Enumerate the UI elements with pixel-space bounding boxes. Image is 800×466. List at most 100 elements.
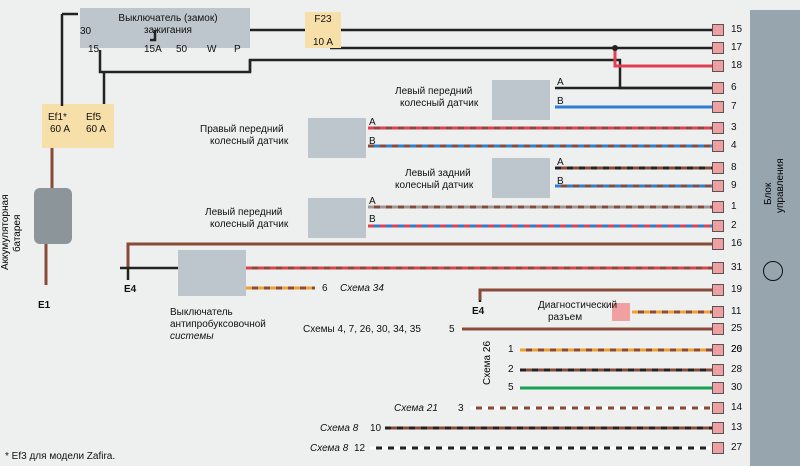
- ignition-pin-15a: 15A: [144, 44, 162, 55]
- control-pin-marker: [712, 220, 724, 232]
- control-pin-marker: [712, 238, 724, 250]
- control-pin-label: 2: [731, 220, 737, 231]
- control-pin-label: 31: [731, 262, 743, 273]
- ref-num-5: 5: [449, 324, 455, 335]
- control-pin-marker: [712, 162, 724, 174]
- sensor-pin-b: B: [369, 214, 376, 225]
- control-pin-label: 9: [731, 180, 737, 191]
- sensor-front-left-top: [492, 80, 550, 120]
- battery-icon: [34, 188, 72, 244]
- control-pin-label: 30: [731, 382, 743, 393]
- control-pin-label: 20: [731, 344, 743, 355]
- fuse-f23: [305, 12, 341, 48]
- control-pin-label: 18: [731, 60, 743, 71]
- ref-label-multi: Схемы 4, 7, 26, 30, 34, 35: [303, 324, 421, 335]
- control-pin-marker: [712, 382, 724, 394]
- control-pin-label: 13: [731, 422, 743, 433]
- ref-num-12: 12: [354, 443, 366, 454]
- control-pin-label: 11: [731, 306, 742, 317]
- ignition-title-2: зажигания: [144, 25, 192, 36]
- control-pin-marker: [712, 364, 724, 376]
- control-pin-marker: [712, 24, 724, 36]
- control-pin-label: 1: [731, 201, 737, 212]
- control-pin-marker: [712, 262, 724, 274]
- diag-label-1: Диагностический: [538, 300, 618, 311]
- diag-connector-icon: [612, 303, 630, 321]
- fuse-ef1-rating: 60 A: [50, 124, 71, 135]
- ignition-pin-p: P: [234, 44, 241, 55]
- sensor-rear-left-label-1: Левый задний: [405, 168, 471, 179]
- ignition-switch-body: [80, 8, 250, 48]
- ignition-pin-50: 50: [176, 44, 188, 55]
- control-pin-marker: [712, 402, 724, 414]
- ref-label-26: Схема 26: [482, 340, 493, 385]
- ref-num-10: 10: [370, 423, 382, 434]
- sensor-pin-b: B: [557, 176, 564, 187]
- ignition-title-1: Выключатель (замок): [118, 13, 218, 24]
- fuse-f23-rating: 10 A: [312, 37, 334, 48]
- control-pin-marker: [712, 180, 724, 192]
- sensor-wires: [368, 86, 712, 228]
- antislip-label-3: системы: [170, 331, 214, 342]
- control-pin-marker: [712, 344, 724, 356]
- fuse-f23-name: F23: [314, 14, 332, 25]
- antislip-switch-icon: [178, 250, 246, 296]
- sensor-pin-a: A: [557, 157, 564, 168]
- ref-num-6: 6: [322, 283, 328, 294]
- sensor-rear-left-label-2: колесный датчик: [395, 180, 474, 191]
- ref-label-34: Схема 34: [340, 283, 384, 294]
- control-pin-marker: [712, 140, 724, 152]
- ground-e4-right: E4: [472, 306, 485, 317]
- ref-label-8a: Схема 8: [320, 423, 359, 434]
- control-unit-body: [750, 10, 800, 466]
- ground-e4-left: E4: [124, 284, 137, 295]
- fuse-ef1-name: Ef1*: [48, 112, 67, 123]
- wire-pin18: [613, 48, 712, 68]
- ref-label-8b: Схема 8: [310, 443, 349, 454]
- sensor-pin-b: B: [557, 96, 564, 107]
- ignition-pin-30: 30: [80, 26, 92, 37]
- sensor-front-right-label-1: Правый передний: [200, 124, 284, 135]
- sensor-pin-a: A: [369, 196, 376, 207]
- ground-e1: E1: [38, 300, 51, 311]
- ref-num-2: 2: [508, 364, 514, 375]
- control-pin-marker: [712, 122, 724, 134]
- sensor-pin-b: B: [369, 136, 376, 147]
- ref-num-5b: 5: [508, 382, 514, 393]
- control-pin-label: 6: [731, 82, 737, 93]
- fuse-ef5-rating: 60 A: [86, 124, 107, 135]
- wire-15-to-pin6: [98, 50, 712, 90]
- control-pin-label: 3: [731, 122, 737, 133]
- control-pin-marker: [712, 201, 724, 213]
- control-pin-label: 8: [731, 162, 737, 173]
- control-pin-label: 7: [731, 101, 737, 112]
- control-pin-marker: [712, 323, 724, 335]
- control-pin-marker: [712, 442, 724, 454]
- control-pin-marker: [712, 82, 724, 94]
- control-pin-label: 15: [731, 24, 743, 35]
- control-pin-label: 17: [731, 42, 743, 53]
- ref-num-3: 3: [458, 403, 464, 414]
- sensor-front-left-bottom-label-2: колесный датчик: [210, 219, 289, 230]
- control-pin-label: 19: [731, 284, 743, 295]
- control-pin-marker: [712, 284, 724, 296]
- wire-ign-internal: [150, 30, 157, 42]
- control-unit-label-2: управления: [775, 158, 786, 213]
- ref-num-1: 1: [508, 344, 514, 355]
- sensor-front-right: [308, 118, 366, 158]
- control-pin-marker: [712, 422, 724, 434]
- sensor-pin-a: A: [369, 117, 376, 128]
- ignition-pin-15: 15: [88, 44, 100, 55]
- sensor-front-left-bottom: [308, 198, 366, 238]
- sensor-pin-a: A: [557, 77, 564, 88]
- control-pin-marker: [712, 42, 724, 54]
- control-pin-marker: [712, 60, 724, 72]
- sensor-front-left-bottom-label-1: Левый передний: [205, 207, 283, 218]
- control-unit-symbol-icon: [763, 261, 783, 281]
- sensor-front-left-top-label-2: колесный датчик: [400, 98, 479, 109]
- control-pin-label: 26: [731, 344, 743, 355]
- control-pin-label: 16: [731, 238, 743, 249]
- fuse-ef5-name: Ef5: [86, 112, 102, 123]
- sensor-front-right-label-2: колесный датчик: [210, 136, 289, 147]
